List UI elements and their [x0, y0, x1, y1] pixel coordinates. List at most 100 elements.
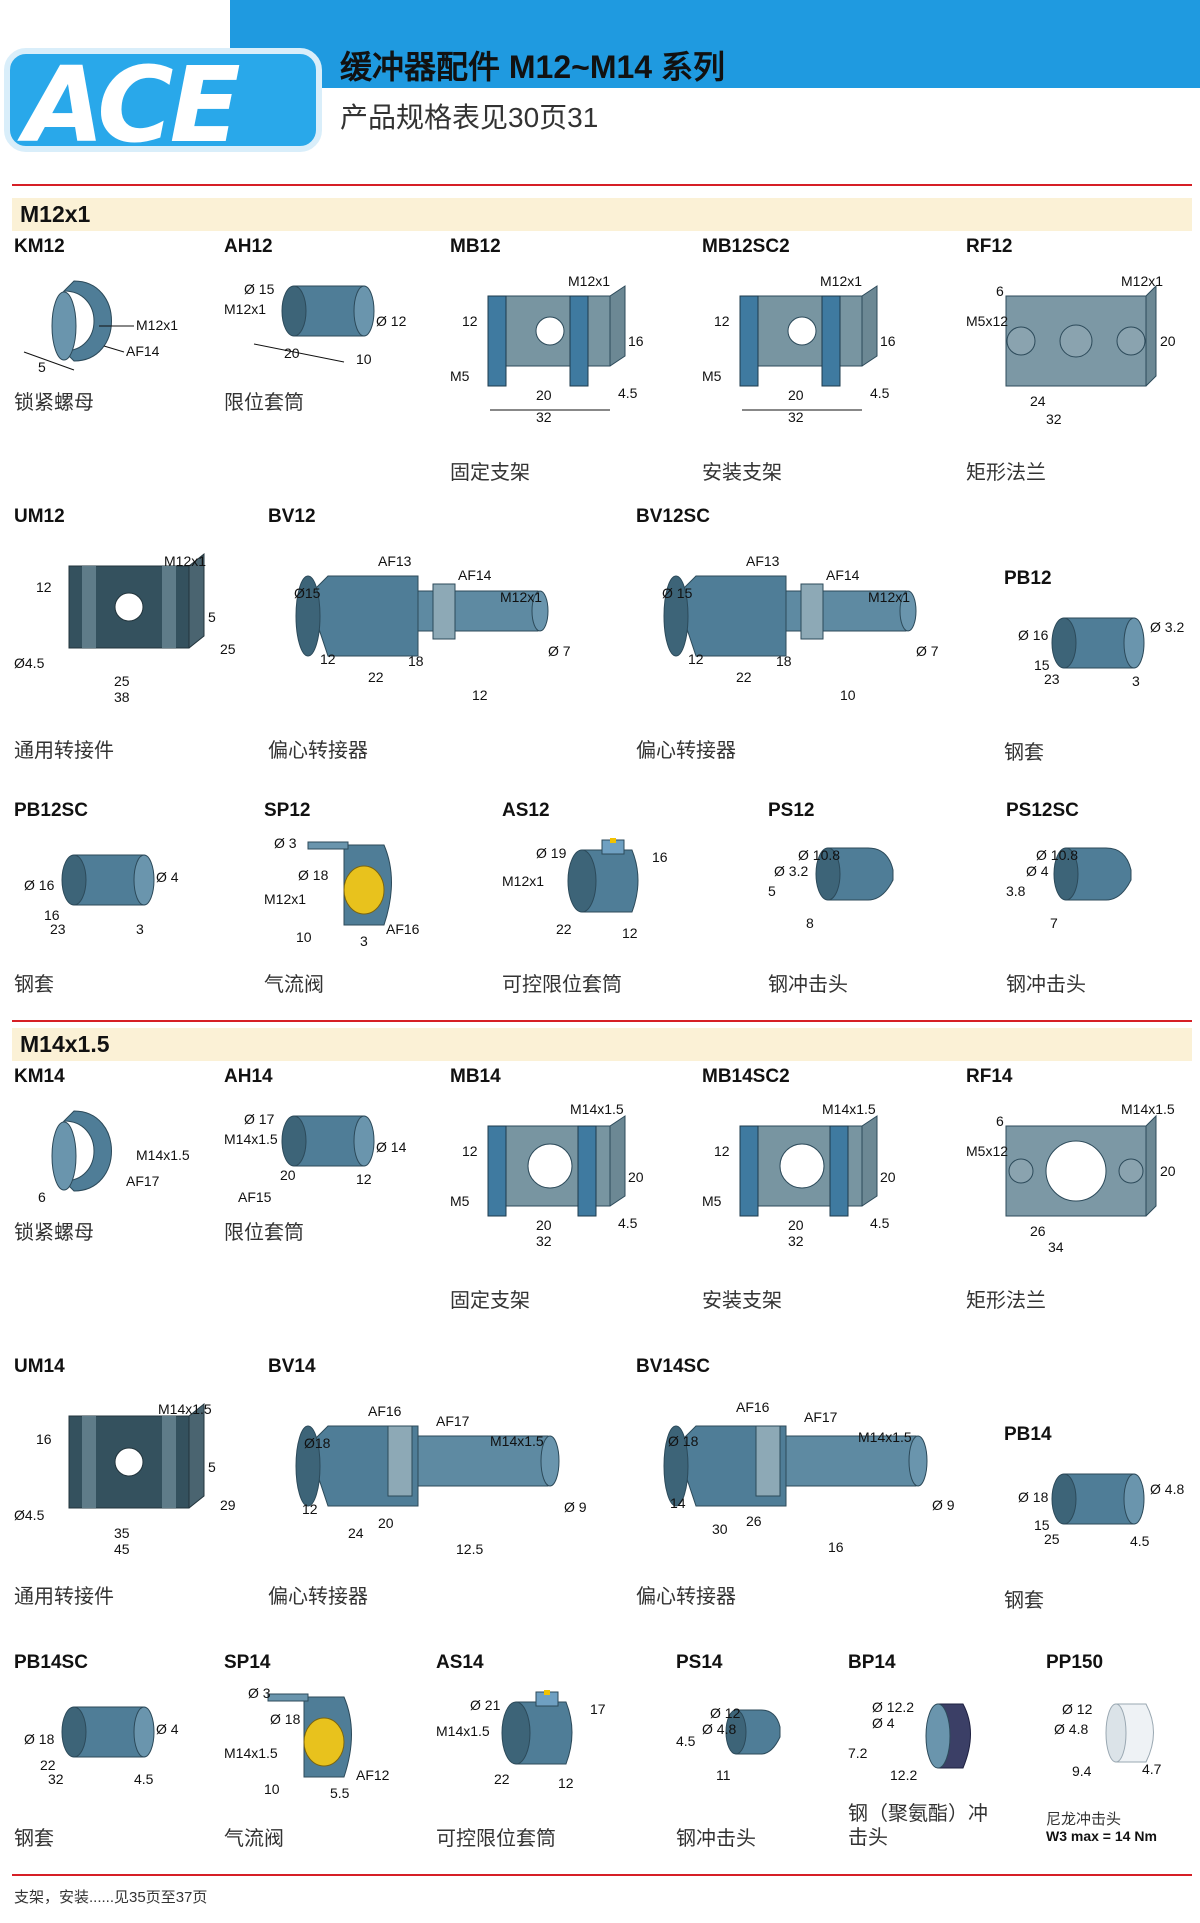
svg-text:Ø 4: Ø 4: [872, 1715, 895, 1731]
svg-text:Ø 18: Ø 18: [270, 1711, 301, 1727]
svg-text:16: 16: [628, 333, 644, 349]
stop-collar-drawing: Ø 17 M14x1.5 Ø 14 20 12 AF15: [224, 1111, 407, 1205]
item-code: UM12: [14, 506, 65, 527]
svg-text:Ø 4.8: Ø 4.8: [702, 1721, 736, 1737]
divider-top: [12, 184, 1192, 186]
universal-adapter-drawing: M14x1.5 16 5 29 Ø4.5 35 45: [14, 1401, 236, 1556]
svg-text:AF14: AF14: [826, 567, 860, 583]
item-desc: 钢套: [14, 974, 54, 996]
svg-text:20: 20: [788, 387, 804, 403]
svg-text:5: 5: [768, 883, 776, 899]
steel-sleeve-drawing: Ø 16 Ø 3.2 15 23 3: [1018, 617, 1184, 689]
item-desc: 尼龙冲击头: [1046, 1811, 1122, 1828]
svg-text:AF16: AF16: [386, 921, 420, 937]
svg-text:20: 20: [1160, 1163, 1176, 1179]
svg-text:5: 5: [208, 609, 216, 625]
svg-text:M12x1: M12x1: [868, 589, 910, 605]
svg-text:AF16: AF16: [736, 1399, 770, 1415]
rectangular-flange-drawing: M12x1 6 M5x12 20 24 32: [966, 273, 1176, 426]
svg-text:20: 20: [280, 1167, 296, 1183]
item-desc: 矩形法兰: [966, 1290, 1046, 1312]
item-mb14sc2: MB14SC2 M14x1.5 12 20 M5 20 4.5 32 安装支架: [702, 1066, 922, 1312]
item-um12: UM12 M12x1 12 5 25 Ø4.5 25 38 通用转接件: [14, 506, 244, 766]
svg-text:Ø 21: Ø 21: [470, 1697, 501, 1713]
item-mb12sc2: MB12SC2 M12x1 12 16 M5 20 4.5 32 安装支架: [702, 236, 922, 484]
item-sp14: SP14 Ø 3 Ø 18 M14x1.5 AF12 10 5.5 气流阀: [224, 1652, 414, 1852]
section-bar-m14: [12, 1028, 1192, 1061]
steel-sleeve-drawing: Ø 18 Ø 4.8 15 25 4.5: [1018, 1473, 1184, 1549]
item-desc: 可控限位套筒: [436, 1828, 556, 1850]
svg-text:M5x12: M5x12: [966, 1143, 1008, 1159]
svg-text:12: 12: [472, 687, 488, 703]
svg-text:18: 18: [408, 653, 424, 669]
footer-note: 支架，安装......见35页至37页: [14, 1889, 208, 1906]
item-as12: AS12 Ø 19 16 M12x1 22 12 可控限位套筒: [502, 800, 702, 1000]
svg-text:Ø 18: Ø 18: [668, 1433, 699, 1449]
svg-text:32: 32: [536, 409, 552, 425]
svg-text:M14x1.5: M14x1.5: [136, 1147, 190, 1163]
svg-text:12: 12: [302, 1501, 318, 1517]
item-code: SP12: [264, 800, 311, 821]
svg-text:10: 10: [356, 351, 372, 367]
svg-text:AF15: AF15: [238, 1189, 272, 1205]
svg-text:26: 26: [1030, 1223, 1046, 1239]
svg-text:22: 22: [40, 1757, 56, 1773]
svg-text:16: 16: [652, 849, 668, 865]
svg-text:M14x1.5: M14x1.5: [1121, 1101, 1175, 1117]
item-desc: 气流阀: [224, 1828, 284, 1850]
item-code: KM12: [14, 236, 65, 257]
svg-text:20: 20: [284, 345, 300, 361]
item-desc: 偏心转接器: [268, 1586, 368, 1608]
item-desc: 固定支架: [450, 462, 530, 484]
svg-text:Ø 12: Ø 12: [376, 313, 407, 329]
item-pb14: PB14 Ø 18 Ø 4.8 15 25 4.5 钢套: [1004, 1424, 1194, 1624]
item-desc: 固定支架: [450, 1290, 530, 1312]
universal-adapter-drawing: M12x1 12 5 25 Ø4.5 25 38: [14, 552, 236, 705]
svg-text:32: 32: [48, 1771, 64, 1787]
nylon-button-drawing: Ø 12 Ø 4.8 9.4 4.7: [1054, 1701, 1162, 1779]
svg-text:Ø 9: Ø 9: [564, 1499, 587, 1515]
svg-text:20: 20: [378, 1515, 394, 1531]
svg-text:Ø 16: Ø 16: [1018, 627, 1049, 643]
svg-text:7.2: 7.2: [848, 1745, 868, 1761]
svg-text:M14x1.5: M14x1.5: [158, 1401, 212, 1417]
polyurethane-button-drawing: Ø 12.2 Ø 4 7.2 12.2: [848, 1699, 971, 1783]
svg-text:Ø 4: Ø 4: [156, 1721, 179, 1737]
svg-text:12: 12: [714, 1143, 730, 1159]
svg-text:Ø 10.8: Ø 10.8: [1036, 847, 1078, 863]
item-bp14: BP14 Ø 12.2 Ø 4 7.2 12.2 钢（聚氨酯）冲击头: [848, 1652, 1008, 1852]
svg-text:25: 25: [114, 673, 130, 689]
svg-text:25: 25: [220, 641, 236, 657]
item-pb12: PB12 Ø 16 Ø 3.2 15 23 3 钢套: [1004, 568, 1194, 768]
item-code: BP14: [848, 1652, 896, 1673]
svg-text:24: 24: [348, 1525, 364, 1541]
item-desc: 通用转接件: [14, 1586, 114, 1608]
item-code: BV14SC: [636, 1356, 710, 1377]
section-title-m12: M12x1: [20, 201, 91, 227]
item-code: MB14: [450, 1066, 501, 1087]
svg-text:15: 15: [1034, 1517, 1050, 1533]
svg-text:12: 12: [622, 925, 638, 941]
svg-text:12: 12: [462, 313, 478, 329]
item-as14: AS14 Ø 21 17 M14x1.5 22 12 可控限位套筒: [436, 1652, 636, 1852]
svg-text:Ø 3: Ø 3: [248, 1685, 271, 1701]
item-code: PB14SC: [14, 1652, 88, 1673]
item-code: PP150: [1046, 1652, 1104, 1673]
svg-text:10: 10: [264, 1781, 280, 1797]
svg-text:12: 12: [714, 313, 730, 329]
svg-text:Ø15: Ø15: [294, 585, 321, 601]
item-desc: 钢冲击头: [1006, 974, 1086, 996]
svg-text:30: 30: [712, 1521, 728, 1537]
svg-text:M14x1.5: M14x1.5: [436, 1723, 490, 1739]
svg-text:AF17: AF17: [804, 1409, 838, 1425]
item-code: KM14: [14, 1066, 65, 1087]
logo-text: ACE: [24, 48, 241, 152]
svg-text:AF12: AF12: [356, 1767, 390, 1783]
svg-text:3: 3: [360, 933, 368, 949]
item-code: AS12: [502, 800, 550, 821]
item-code: UM14: [14, 1356, 65, 1377]
svg-text:4.5: 4.5: [870, 385, 890, 401]
svg-text:3: 3: [1132, 673, 1140, 689]
svg-text:25: 25: [1044, 1531, 1060, 1547]
item-rf14: RF14 M14x1.5 6 M5x12 20 26 34 矩形法兰: [966, 1066, 1186, 1312]
